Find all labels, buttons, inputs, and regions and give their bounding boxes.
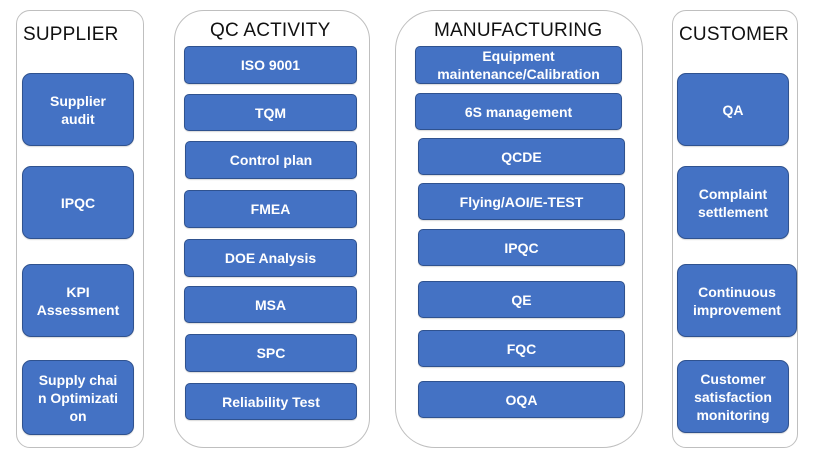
doe-analysis-label: DOE Analysis (224, 250, 317, 266)
tqm-label: TQM (254, 104, 287, 121)
iso-9001-box: ISO 9001 (184, 46, 357, 84)
supplier-audit-box: Supplier audit (22, 73, 134, 146)
doe-analysis-box: DOE Analysis (184, 239, 357, 277)
qa-label: QA (722, 101, 744, 118)
msa-box: MSA (184, 286, 357, 323)
flying-aoi-etest-box: Flying/AOI/E-TEST (418, 183, 625, 220)
customer-title: CUSTOMER (679, 24, 789, 45)
control-plan-box: Control plan (185, 141, 357, 179)
customer-satisfaction-label: Customer satisfaction monitoring (694, 370, 772, 423)
continuous-improvement-box: Continuous improvement (677, 264, 797, 337)
spc-label: SPC (256, 345, 286, 361)
qc-activity-title: QC ACTIVITY (210, 20, 331, 41)
supplier-title: SUPPLIER (23, 24, 119, 45)
6s-management-label: 6S management (464, 103, 573, 120)
manufacturing-title: MANUFACTURING (434, 20, 603, 41)
6s-management-box: 6S management (415, 93, 622, 130)
supplier-ipqc-label: IPQC (60, 194, 96, 211)
supplier-ipqc-box: IPQC (22, 166, 134, 239)
customer-satisfaction-box: Customer satisfaction monitoring (677, 360, 789, 433)
complaint-settlement-box: Complaint settlement (677, 166, 789, 239)
qcde-box: QCDE (418, 138, 625, 175)
manufacturing-ipqc-box: IPQC (418, 229, 625, 266)
supply-chain-optimization-label: Supply chain Optimization (37, 371, 119, 424)
fqc-box: FQC (418, 330, 625, 367)
qe-box: QE (418, 281, 625, 318)
equipment-maintenance-box: Equipment maintenance/Calibration (415, 46, 622, 84)
complaint-settlement-label: Complaint settlement (697, 185, 769, 220)
fqc-label: FQC (506, 340, 537, 357)
tqm-box: TQM (184, 94, 357, 131)
reliability-test-box: Reliability Test (185, 383, 357, 420)
supply-chain-optimization-box: Supply chain Optimization (22, 360, 134, 435)
qe-label: QE (511, 291, 532, 308)
reliability-test-label: Reliability Test (222, 393, 320, 410)
oqa-label: OQA (505, 391, 538, 408)
fmea-label: FMEA (250, 201, 291, 217)
qcde-label: QCDE (501, 148, 542, 165)
spc-box: SPC (185, 334, 357, 372)
manufacturing-ipqc-label: IPQC (504, 239, 539, 256)
msa-label: MSA (254, 296, 287, 313)
flying-aoi-etest-label: Flying/AOI/E-TEST (459, 193, 584, 210)
control-plan-label: Control plan (229, 152, 313, 168)
kpi-assessment-label: KPI Assessment (36, 283, 120, 318)
continuous-improvement-label: Continuous improvement (693, 283, 781, 318)
fmea-box: FMEA (184, 190, 357, 228)
qa-box: QA (677, 73, 789, 146)
equipment-maintenance-label: Equipment maintenance/Calibration (437, 48, 600, 82)
supplier-audit-label: Supplier audit (49, 92, 106, 127)
kpi-assessment-box: KPI Assessment (22, 264, 134, 337)
iso-9001-label: ISO 9001 (240, 57, 301, 73)
oqa-box: OQA (418, 381, 625, 418)
